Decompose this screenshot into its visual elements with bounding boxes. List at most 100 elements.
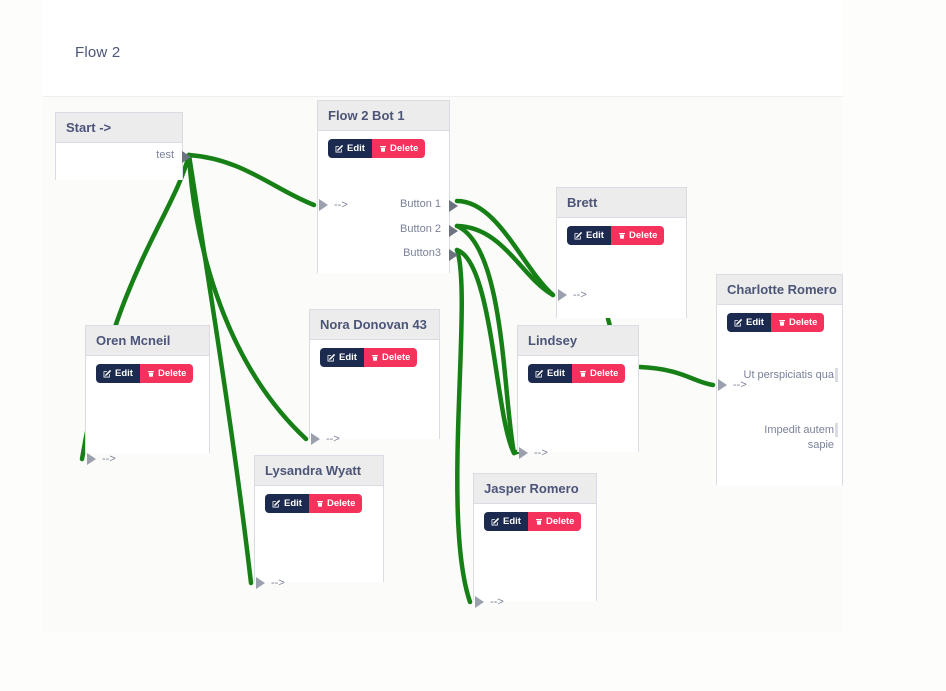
input-port-arrow-icon [311, 433, 320, 445]
node-title: Nora Donovan 43 [310, 310, 439, 340]
input-port-arrow-icon [475, 596, 484, 608]
edit-icon [327, 353, 336, 362]
node-input-port[interactable]: --> [519, 447, 548, 459]
edit-icon [103, 369, 112, 378]
edit-button[interactable]: Edit [727, 313, 771, 332]
node-input-port[interactable]: --> [319, 199, 348, 211]
edge-connector[interactable] [454, 223, 556, 298]
node-input-port[interactable]: --> [87, 453, 116, 465]
input-port-label: --> [334, 199, 348, 211]
node-body: Edit Delete --> [474, 504, 596, 608]
input-port-arrow-icon [319, 199, 328, 211]
delete-button-label: Delete [326, 498, 356, 509]
node-input-port[interactable]: --> [256, 577, 285, 589]
edit-icon [574, 231, 583, 240]
node-title: Lysandra Wyatt [255, 456, 383, 486]
input-port-label: --> [490, 596, 504, 608]
delete-button[interactable]: Delete [571, 364, 626, 383]
node-body: Edit Delete --> [518, 356, 638, 459]
input-port-arrow-icon [256, 577, 265, 589]
node-input-port[interactable]: --> [311, 433, 340, 445]
input-port-label: --> [573, 289, 587, 301]
output-port-arrow-icon [449, 200, 458, 212]
output-port-label: test [156, 149, 174, 161]
node-output-port[interactable]: Button 2 [400, 223, 458, 237]
input-port-arrow-icon [519, 447, 528, 459]
edit-button[interactable]: Edit [528, 364, 572, 383]
edit-icon [335, 144, 344, 153]
output-port-label: Button 1 [400, 198, 441, 210]
edit-button[interactable]: Edit [320, 348, 364, 367]
flow-node[interactable]: Start -> test [55, 112, 191, 180]
output-port-handle[interactable] [835, 368, 838, 382]
input-port-arrow-icon [87, 453, 96, 465]
delete-button[interactable]: Delete [308, 494, 363, 513]
edge-connector[interactable] [186, 152, 317, 208]
node-body: Edit Delete --> [255, 486, 383, 589]
node-title: Lindsey [518, 326, 638, 356]
edge-connector[interactable] [454, 223, 517, 456]
node-title: Charlotte Romero [717, 275, 842, 305]
edit-button[interactable]: Edit [567, 226, 611, 245]
node-input-port[interactable]: --> [718, 379, 747, 391]
page-title: Flow 2 [75, 44, 121, 61]
delete-button[interactable]: Delete [363, 348, 418, 367]
node-action-buttons: Edit Delete [484, 512, 582, 531]
edit-button[interactable]: Edit [96, 364, 140, 383]
delete-button[interactable]: Delete [139, 364, 194, 383]
edge-connector[interactable] [454, 247, 473, 605]
output-port-arrow-icon [182, 151, 191, 163]
delete-button[interactable]: Delete [610, 226, 665, 245]
edit-button[interactable]: Edit [328, 139, 372, 158]
input-port-arrow-icon [558, 289, 567, 301]
delete-button[interactable]: Delete [527, 512, 582, 531]
node-output-port[interactable]: test [156, 149, 191, 163]
node-title: Start -> [56, 113, 182, 143]
node-title: Jasper Romero [474, 474, 596, 504]
edge-connector[interactable] [454, 198, 556, 298]
delete-button[interactable]: Delete [371, 139, 426, 158]
edge-connector[interactable] [454, 247, 517, 456]
output-port-handle[interactable] [835, 423, 838, 437]
node-input-port[interactable]: --> [558, 289, 587, 301]
node-output-port[interactable]: Button3 [403, 247, 458, 261]
node-output-text-port[interactable]: Ut perspiciatis qua [742, 368, 838, 383]
edit-button-label: Edit [547, 368, 565, 379]
node-action-buttons: Edit Delete [528, 364, 626, 383]
node-output-port[interactable]: Button 1 [400, 198, 458, 212]
input-port-label: --> [733, 379, 747, 391]
output-port-arrow-icon [449, 225, 458, 237]
edit-button-label: Edit [503, 516, 521, 527]
output-port-arrow-icon [449, 249, 458, 261]
node-output-text-port[interactable]: Impedit autem sapie [742, 423, 838, 453]
delete-button[interactable]: Delete [770, 313, 825, 332]
node-body: test [56, 143, 191, 180]
input-port-label: --> [534, 447, 548, 459]
node-input-port[interactable]: --> [475, 596, 504, 608]
node-action-buttons: Edit Delete [265, 494, 363, 513]
edit-icon [491, 517, 500, 526]
trash-icon [535, 517, 543, 526]
edge-connector[interactable] [637, 364, 716, 388]
edit-button[interactable]: Edit [265, 494, 309, 513]
trash-icon [379, 144, 387, 153]
edit-button[interactable]: Edit [484, 512, 528, 531]
output-port-label: Button3 [403, 247, 441, 259]
edit-icon [272, 499, 281, 508]
